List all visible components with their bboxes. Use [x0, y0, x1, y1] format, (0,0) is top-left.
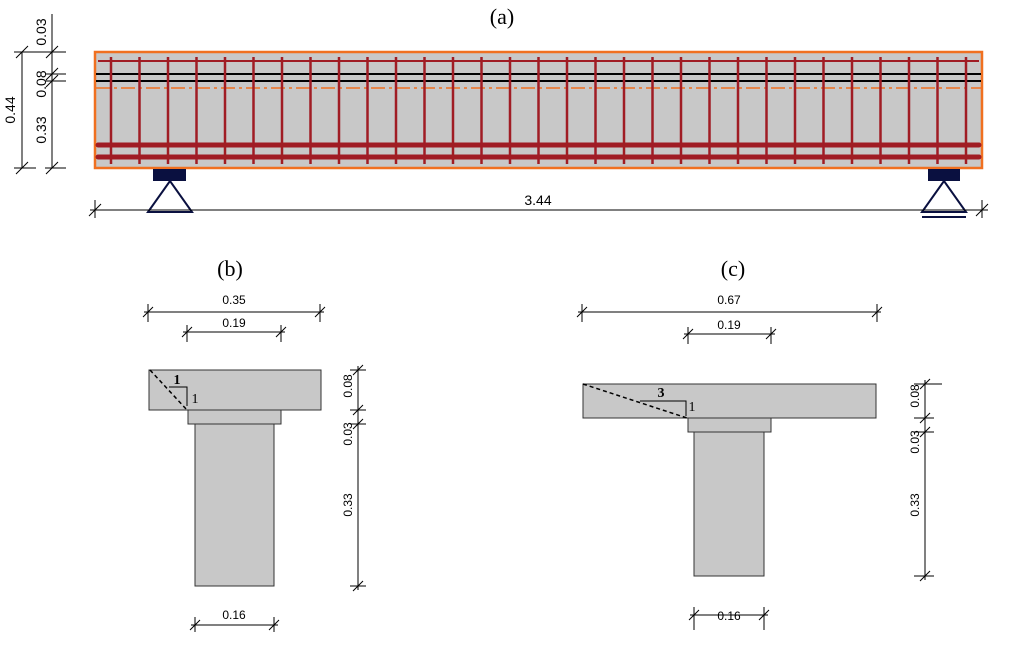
- top-width-label-c: 0.19: [717, 318, 741, 332]
- slope-triangle-c: [640, 400, 687, 416]
- slope-label-c-2: 1: [689, 400, 696, 415]
- flange-width-label-b: 0.35: [222, 293, 246, 307]
- web-width-label-b: 0.16: [222, 608, 246, 622]
- title-b: (b): [217, 256, 243, 281]
- top-width-label-b: 0.19: [222, 316, 246, 330]
- section-c-dimensions: [576, 304, 942, 630]
- vertical-label-c-3: 0.33: [908, 493, 922, 517]
- height-dimension: [14, 14, 66, 175]
- haunch-slope-c: [582, 383, 688, 419]
- section-b-dimensions: [142, 304, 366, 632]
- section-c: [582, 383, 877, 577]
- vertical-label-c-1: 0.08: [908, 384, 922, 408]
- flange-width-label-c: 0.67: [717, 293, 741, 307]
- slope-triangle-b: [169, 386, 188, 406]
- slope-label-b-1: 1: [174, 373, 181, 388]
- height-label-1: 0.03: [33, 18, 49, 45]
- span-label: 3.44: [524, 192, 551, 208]
- vertical-label-b-2: 0.03: [341, 422, 355, 446]
- haunch-slope-b: [149, 369, 188, 411]
- beam-elevation: [93, 50, 984, 170]
- slope-label-c-1: 3: [658, 386, 665, 401]
- height-label-3: 0.33: [33, 116, 49, 143]
- vertical-label-b-1: 0.08: [341, 374, 355, 398]
- height-label-2: 0.08: [33, 70, 49, 97]
- web-width-label-c: 0.16: [717, 609, 741, 623]
- slope-label-b-2: 1: [192, 392, 199, 407]
- height-total-label: 0.44: [2, 96, 18, 123]
- title-c: (c): [721, 256, 745, 281]
- vertical-label-b-3: 0.33: [341, 493, 355, 517]
- roller-support: [920, 169, 968, 218]
- pin-support: [146, 169, 194, 213]
- span-dimension: [88, 200, 989, 218]
- title-a: (a): [490, 4, 514, 29]
- vertical-label-c-2: 0.03: [908, 430, 922, 454]
- section-b: [148, 369, 322, 587]
